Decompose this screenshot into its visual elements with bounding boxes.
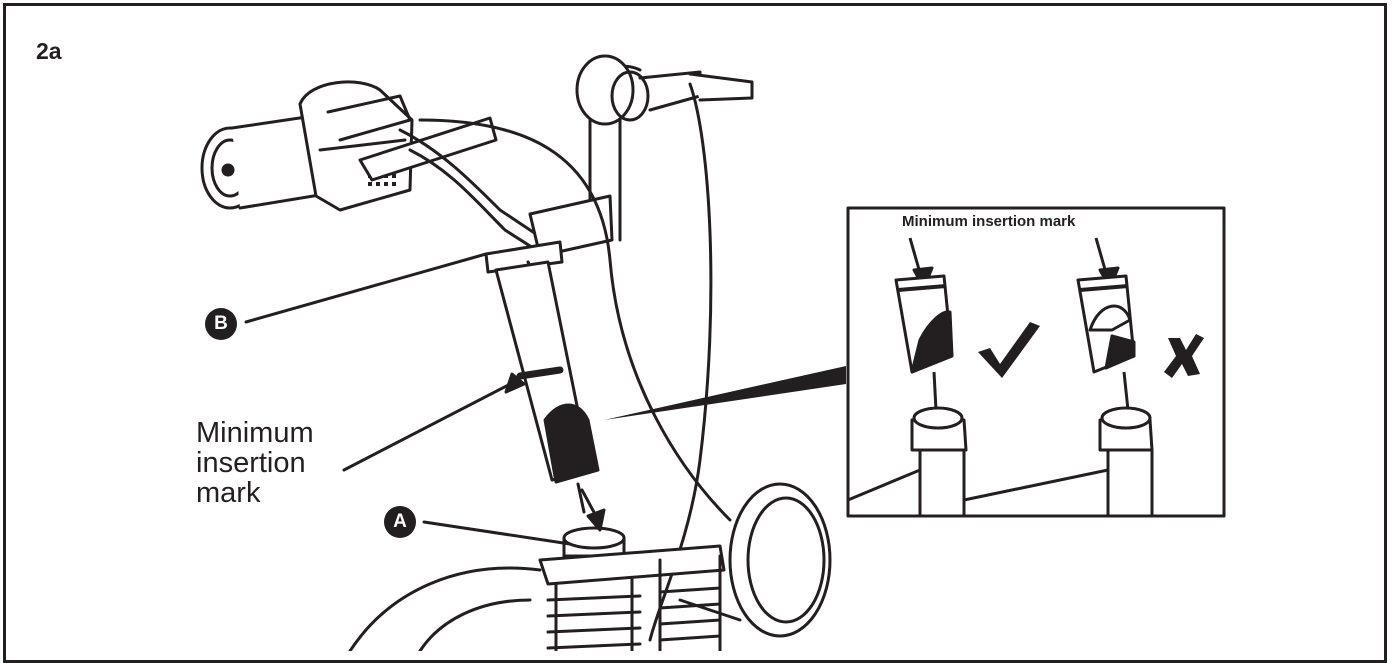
- brake-cable-2: [648, 82, 713, 642]
- handlebar: [398, 54, 754, 264]
- check-icon: [978, 322, 1040, 378]
- callout-wedge: [604, 366, 846, 420]
- leader-a: [422, 520, 572, 546]
- brake-lever: [358, 116, 498, 182]
- leader-mark: [342, 378, 520, 472]
- brake-cable: [418, 118, 732, 522]
- stem-post: [494, 260, 600, 514]
- badge-b: B: [205, 308, 237, 340]
- badge-a: A: [384, 506, 416, 538]
- inset-title: Minimum insertion mark: [902, 213, 1076, 230]
- left-grip: [200, 80, 414, 212]
- headlight: [678, 482, 832, 638]
- cross-icon: [1164, 334, 1204, 378]
- step-label: 2a: [36, 38, 62, 64]
- correct-example: [847, 237, 968, 516]
- inset-panel: [846, 206, 1226, 518]
- leader-b: [244, 252, 488, 324]
- steerer-tube: [348, 526, 726, 651]
- incorrect-example: [963, 237, 1154, 516]
- insertion-arrow: [580, 488, 606, 532]
- insertion-mark-callout: Minimum insertion mark: [196, 417, 314, 509]
